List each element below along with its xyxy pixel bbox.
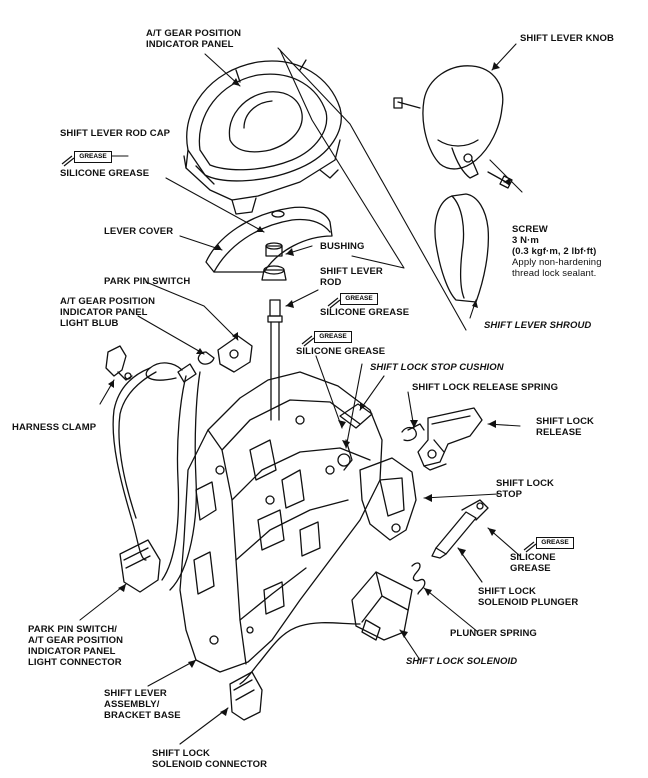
label-shift-lock-stop-cushion: SHIFT LOCK STOP CUSHION: [370, 362, 504, 373]
bushing-part: [261, 242, 287, 281]
shift-knob-part: [393, 65, 513, 189]
label-shift-lever-rod-cap: SHIFT LEVER ROD CAP: [60, 128, 171, 139]
label-silicone-grease-rod: SILICONE GREASE: [320, 307, 410, 318]
label-indicator-panel-light-bulb: A/T GEAR POSITION INDICATOR PANEL LIGHT …: [60, 296, 156, 329]
label-shift-lever-shroud: SHIFT LEVER SHROUD: [484, 320, 592, 331]
label-screw: SCREW 3 N·m (0.3 kgf·m, 2 lbf·ft) Apply …: [512, 224, 602, 279]
arrowheads: [108, 62, 510, 716]
plunger-spring-part: [411, 562, 426, 595]
leader-lines: [79, 43, 523, 745]
label-shift-lock-solenoid: SHIFT LOCK SOLENOID: [406, 656, 518, 667]
harness-clamp-part: [105, 345, 133, 381]
shift-shroud-part: [434, 193, 490, 303]
grease-tube-icon-plunger: GREASE: [522, 532, 574, 553]
shift-lock-release-part: [401, 407, 483, 471]
grease-tube-icon-top: GREASE: [60, 146, 112, 167]
lever-cover-part: [205, 206, 333, 273]
label-shift-lever-knob: SHIFT LEVER KNOB: [520, 33, 614, 44]
grease-tube-icon-rod: GREASE: [326, 288, 378, 309]
label-park-pin-connector: PARK PIN SWITCH/ A/T GEAR POSITION INDIC…: [28, 624, 124, 668]
shift-lever-rod-part: [267, 299, 283, 421]
park-pin-connector-part: [119, 539, 161, 593]
label-harness-clamp: HARNESS CLAMP: [12, 422, 97, 433]
solenoid-connector-part: [229, 671, 263, 721]
bracket-base-part: [179, 371, 417, 673]
label-silicone-grease-mid: SILICONE GREASE: [296, 346, 386, 357]
label-bushing: BUSHING: [320, 241, 365, 252]
grease-tube-icon-mid: GREASE: [300, 326, 352, 347]
solenoid-plunger-part: [431, 499, 489, 559]
label-shift-lock-release-spring: SHIFT LOCK RELEASE SPRING: [412, 382, 559, 393]
label-silicone-grease-top: SILICONE GREASE: [60, 168, 150, 179]
label-bracket-base: SHIFT LEVER ASSEMBLY/ BRACKET BASE: [104, 688, 181, 721]
label-lever-cover: LEVER COVER: [104, 226, 174, 237]
indicator-panel-part: [183, 59, 342, 215]
label-plunger-spring: PLUNGER SPRING: [450, 628, 537, 639]
label-park-pin-switch: PARK PIN SWITCH: [104, 276, 191, 287]
